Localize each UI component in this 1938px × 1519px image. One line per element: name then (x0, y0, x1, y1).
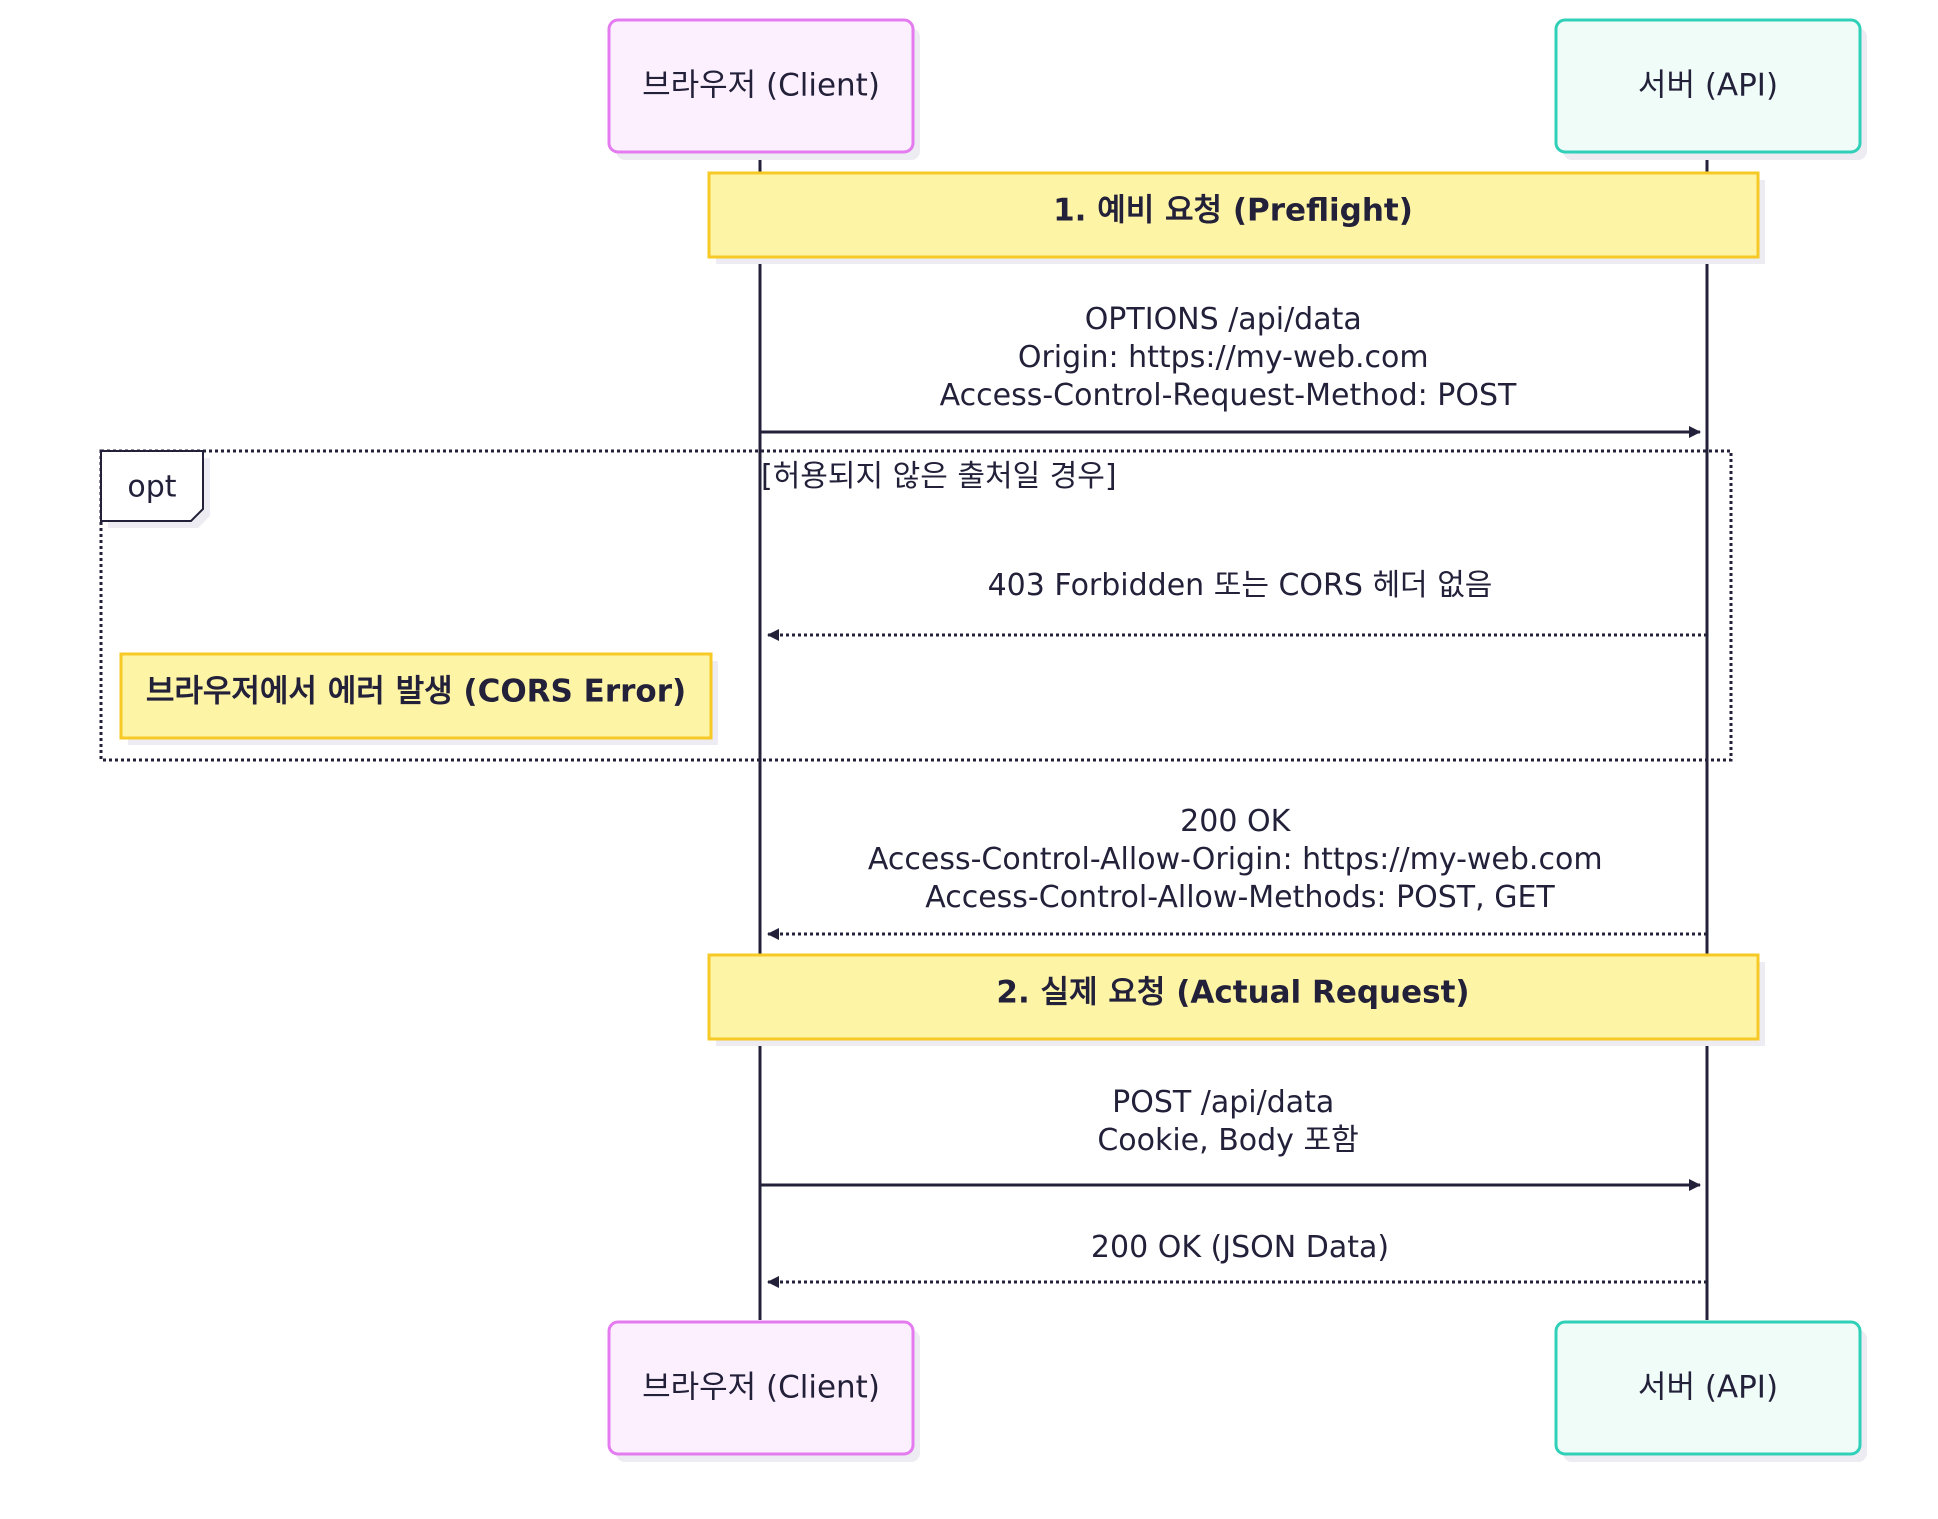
note-cors-error: 브라우저에서 에러 발생 (CORS Error) (119, 652, 718, 745)
message-options-line-3: Access-Control-Request-Method: POST (940, 378, 1517, 413)
svg-text:POST /api/data Cookie, B: POST /api/data Cookie, Body 포함 (1097, 1085, 1358, 1158)
note-cors-error-text: 브라우저에서 에러 발생 (CORS Error) (146, 674, 686, 710)
opt-keyword: opt (127, 470, 176, 505)
note-preflight-text: 1. 예비 요청 (Preflight) (1053, 193, 1413, 229)
note-actual-request-text: 2. 실제 요청 (Actual Request) (996, 975, 1469, 1011)
client-actor-bottom: 브라우저 (Client) (607, 1320, 920, 1462)
message-options-request: OPTIONS /api/data Origin: https://my-web… (761, 302, 1701, 438)
opt-block: opt [허용되지 않은 출처일 경우] (99, 449, 1733, 762)
client-actor-top-label: 브라우저 (Client) (642, 68, 880, 104)
message-preflight-ok-line-1: 200 OK (1180, 804, 1291, 839)
message-json-response: 200 OK (JSON Data) (767, 1230, 1707, 1288)
svg-text:OPTIONS /api/data Origin: OPTIONS /api/data Origin: https://my-web… (940, 302, 1517, 413)
server-actor-bottom-label: 서버 (API) (1638, 1370, 1778, 1406)
server-actor-bottom: 서버 (API) (1554, 1320, 1867, 1462)
message-options-line-1: OPTIONS /api/data (1085, 302, 1362, 337)
message-post-request: POST /api/data Cookie, Body 포함 (761, 1085, 1701, 1191)
opt-frame (99, 449, 1733, 762)
message-forbidden-label: 403 Forbidden 또는 CORS 헤더 없음 (988, 568, 1493, 603)
client-actor-top: 브라우저 (Client) (607, 18, 920, 160)
message-json-response-label: 200 OK (JSON Data) (1091, 1230, 1389, 1265)
client-actor-bottom-label: 브라우저 (Client) (642, 1370, 880, 1406)
note-preflight: 1. 예비 요청 (Preflight) (707, 171, 1765, 264)
message-post-line-2: Cookie, Body 포함 (1097, 1123, 1358, 1158)
message-post-line-1: POST /api/data (1112, 1085, 1334, 1120)
message-preflight-ok-line-3: Access-Control-Allow-Methods: POST, GET (925, 880, 1555, 915)
message-preflight-ok-line-2: Access-Control-Allow-Origin: https://my-… (868, 842, 1603, 877)
message-options-line-2: Origin: https://my-web.com (1018, 340, 1429, 375)
message-preflight-ok: 200 OK Access-Control-Allow-Origin: http… (767, 804, 1707, 940)
server-actor-top: 서버 (API) (1554, 18, 1867, 160)
opt-label-box (100, 450, 204, 522)
svg-text:200 OK Access-Control-Al: 200 OK Access-Control-Allow-Origin: http… (868, 804, 1612, 915)
note-actual-request: 2. 실제 요청 (Actual Request) (707, 953, 1765, 1046)
server-actor-top-label: 서버 (API) (1638, 68, 1778, 104)
opt-condition: [허용되지 않은 출처일 경우] (761, 459, 1117, 494)
message-forbidden: 403 Forbidden 또는 CORS 헤더 없음 (767, 568, 1707, 641)
